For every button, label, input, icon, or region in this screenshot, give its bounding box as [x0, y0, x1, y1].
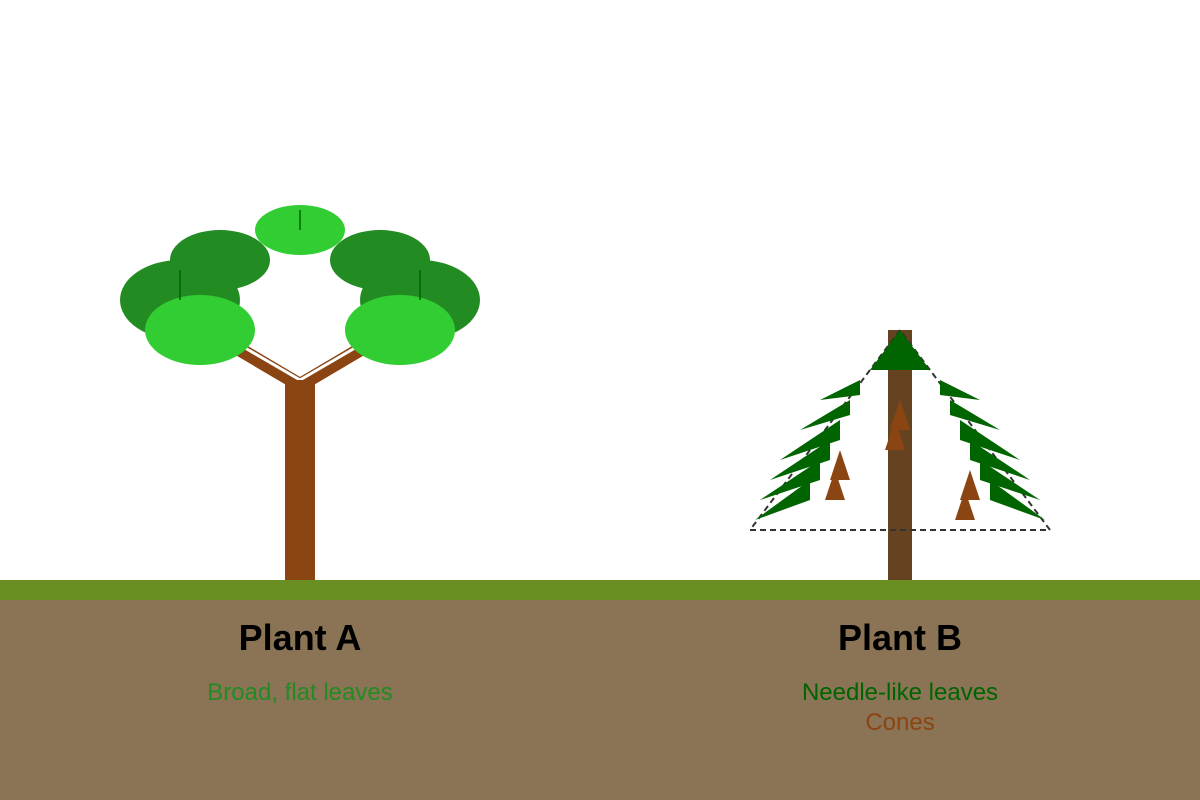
plant-a-leaf	[170, 230, 270, 290]
plant-b-needle-bough	[990, 480, 1045, 520]
plant-a-trunk	[285, 380, 315, 580]
plant-b-cone	[885, 420, 905, 450]
plant-b-needle-bough	[800, 400, 850, 430]
plant-b-cone	[955, 490, 975, 520]
plant-a-branch-gap-left	[239, 343, 301, 382]
plant-a-caption: Broad, flat leaves	[207, 679, 392, 706]
plant-b-caption-cones: Cones	[865, 709, 934, 736]
plant-b-needle-bough	[780, 420, 840, 460]
plant-a-leaf	[145, 295, 255, 365]
plant-a-leaf	[345, 295, 455, 365]
plant-b-needle-bough	[970, 440, 1030, 480]
plant-b-needle-bough	[980, 460, 1040, 500]
plant-b-needle-bough	[760, 460, 820, 500]
plant-b-treetop	[870, 330, 930, 370]
soil	[0, 600, 1200, 800]
plant-b-trunk	[888, 330, 912, 580]
plant-b-needle-bough	[950, 400, 1000, 430]
plant-b-needle-bough	[960, 420, 1020, 460]
grass-strip	[0, 580, 1200, 600]
plant-b-needle-bough	[755, 480, 810, 520]
plant-b-tree	[748, 328, 1052, 580]
plant-b-needle-bough	[940, 380, 980, 400]
plant-b-cone	[825, 470, 845, 500]
plant-b-title: Plant B	[838, 617, 962, 658]
plant-a-title: Plant A	[239, 617, 362, 658]
plant-b-caption-leaves: Needle-like leaves	[802, 679, 998, 706]
plant-a-branch-gap-right	[299, 343, 361, 382]
plant-a-tree	[120, 205, 480, 580]
plant-b-needle-bough	[820, 380, 860, 400]
plant-a-leaf	[330, 230, 430, 290]
plant-b-needle-bough	[770, 440, 830, 480]
